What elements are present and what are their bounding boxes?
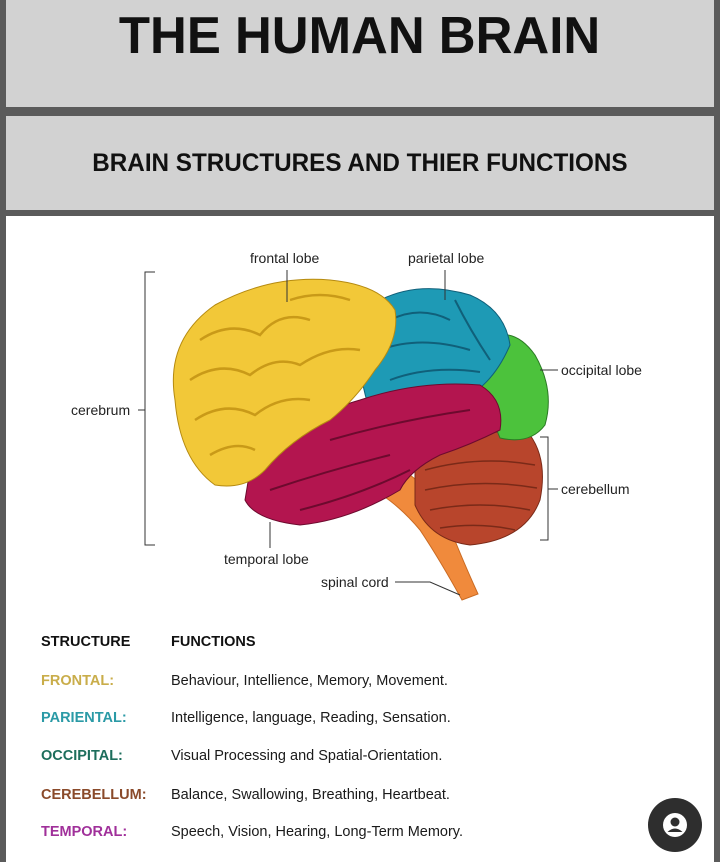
label-occipital-lobe: occipital lobe — [561, 362, 642, 378]
structure-cerebellum: CEREBELLUM: — [41, 787, 147, 803]
frontal-folds — [189, 293, 361, 457]
title-banner: THE HUMAN BRAIN — [6, 0, 714, 107]
header-structure: STRUCTURE — [41, 634, 131, 650]
cerebellum-folds — [424, 460, 538, 531]
label-frontal-lobe: frontal lobe — [250, 250, 320, 266]
page-subtitle: BRAIN STRUCTURES AND THIER FUNCTIONS — [92, 148, 628, 177]
label-spinal-cord: spinal cord — [321, 574, 389, 590]
label-temporal-lobe: temporal lobe — [224, 551, 309, 567]
brain-diagram — [138, 270, 558, 601]
functions-parietal: Intelligence, language, Reading, Sensati… — [171, 710, 451, 726]
functions-frontal: Behaviour, Intellience, Memory, Movement… — [171, 673, 448, 689]
label-cerebellum: cerebellum — [561, 481, 630, 497]
structure-occipital: OCCIPITAL: — [41, 748, 123, 764]
temporal-folds — [269, 409, 471, 511]
profile-button[interactable] — [648, 798, 702, 852]
functions-cerebellum: Balance, Swallowing, Breathing, Heartbea… — [171, 787, 450, 803]
header-functions: FUNCTIONS — [171, 634, 256, 650]
frontal-lobe — [172, 278, 397, 487]
functions-temporal: Speech, Vision, Hearing, Long-Term Memor… — [171, 824, 464, 840]
user-icon — [663, 813, 687, 837]
pointer-lines — [138, 270, 558, 596]
subtitle-banner: BRAIN STRUCTURES AND THIER FUNCTIONS — [6, 116, 714, 210]
functions-occipital: Visual Processing and Spatial-Orientatio… — [171, 748, 443, 764]
temporal-lobe — [244, 383, 502, 526]
label-cerebrum: cerebrum — [71, 402, 131, 418]
label-parietal-lobe: parietal lobe — [408, 250, 485, 266]
page-title: THE HUMAN BRAIN — [119, 6, 601, 65]
content-panel: frontal lobe parietal lobe occipital lob… — [6, 216, 714, 862]
structure-parietal: PARIENTAL: — [41, 710, 127, 726]
parietal-lobe — [360, 288, 511, 411]
structure-frontal: FRONTAL: — [41, 673, 115, 689]
structure-temporal: TEMPORAL: — [41, 824, 128, 840]
